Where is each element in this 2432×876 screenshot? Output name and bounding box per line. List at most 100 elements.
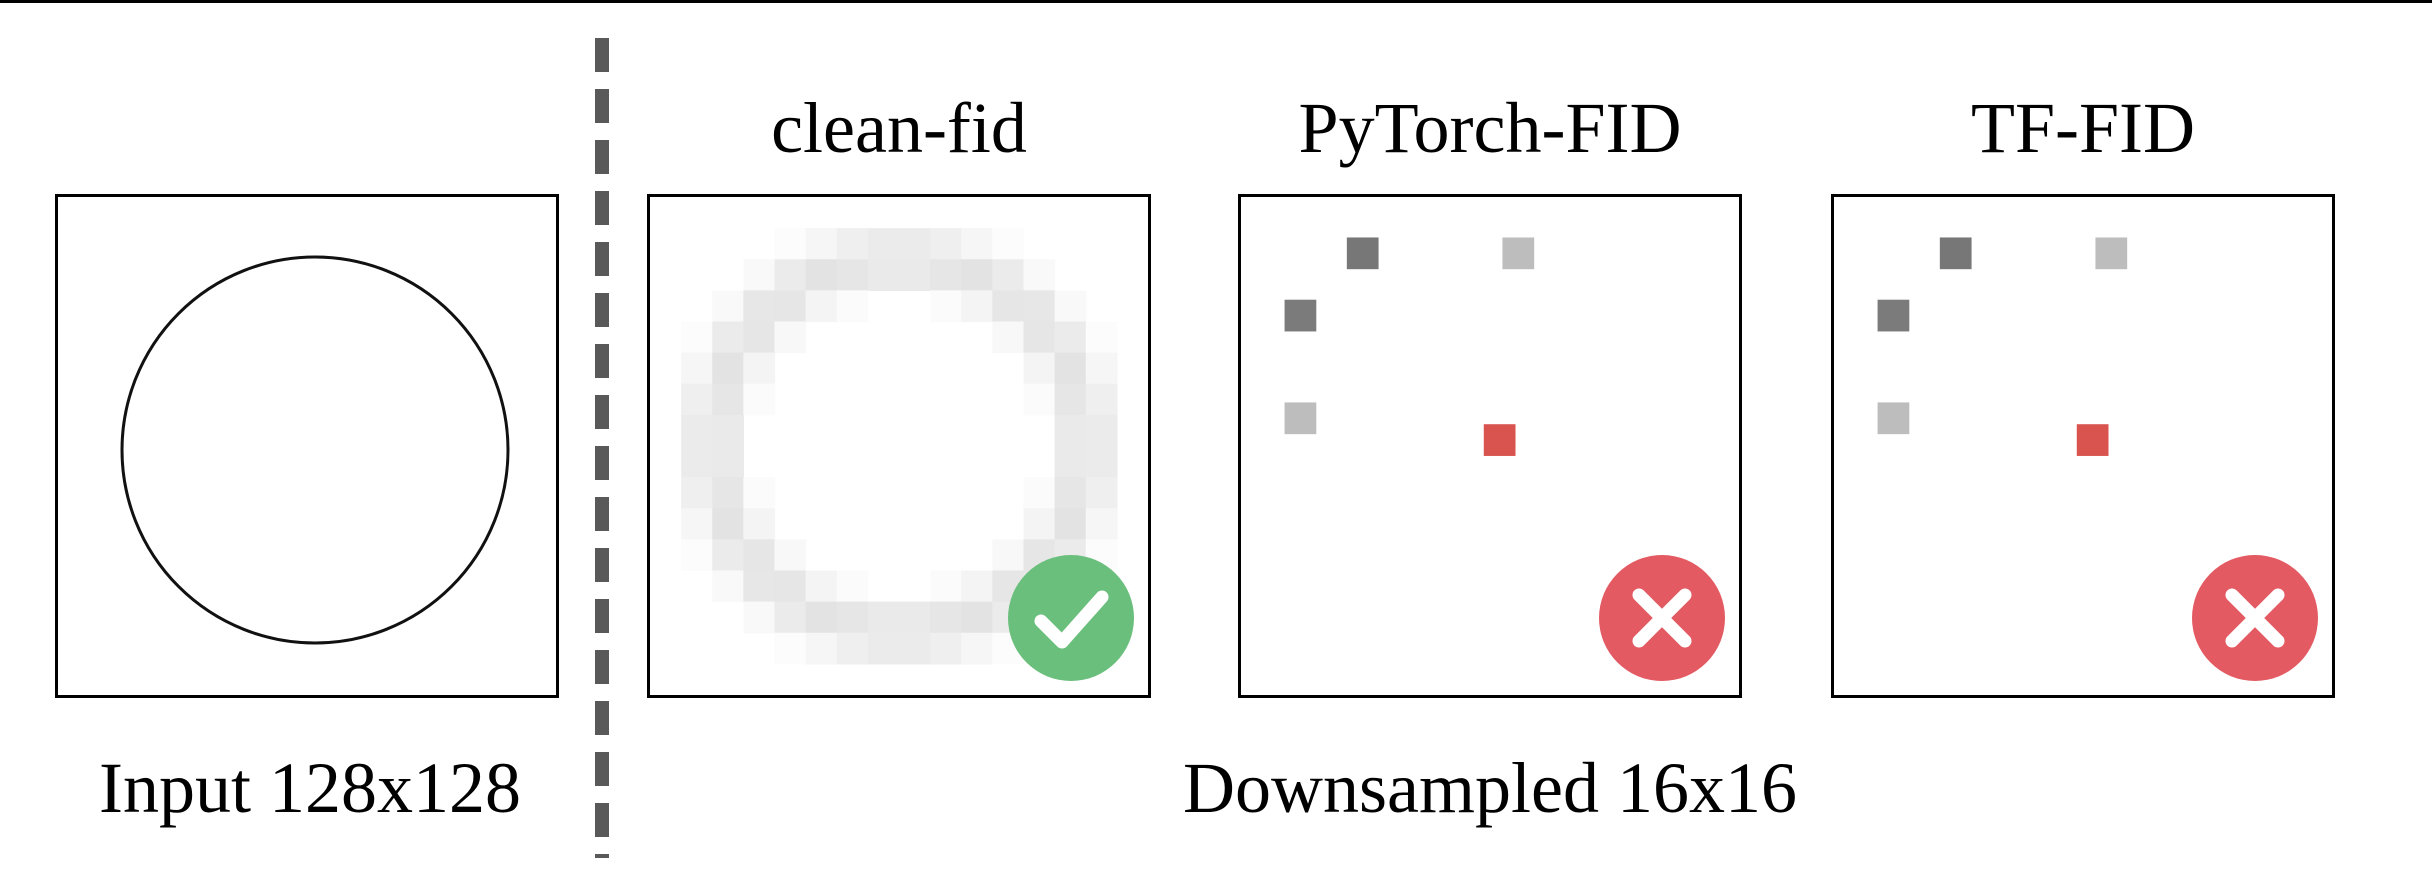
pytorch-fid-panel: [1238, 194, 1742, 698]
ring-pixel: [992, 259, 1025, 291]
ring-pixel: [774, 570, 807, 603]
ring-pixel: [681, 352, 713, 385]
ring-pixel: [774, 290, 807, 323]
method-title-clean-fid: clean-fid: [771, 88, 1027, 168]
ring-pixel: [712, 352, 744, 385]
ring-pixel: [961, 259, 993, 291]
ring-pixel: [1054, 446, 1087, 478]
ring-pixel: [743, 352, 776, 385]
ring-pixel: [712, 383, 744, 416]
output-caption: Downsampled 16x16: [1183, 748, 1797, 828]
sparse-pixel: [2076, 424, 2109, 456]
ring-pixel: [992, 539, 1025, 572]
ring-pixel: [1023, 352, 1056, 385]
ring-pixel: [774, 259, 807, 291]
top-rule: [0, 0, 2432, 3]
input-caption: Input 128x128: [99, 748, 521, 828]
ring-pixel: [743, 383, 776, 416]
ring-pixel: [712, 539, 744, 572]
ring-pixel: [743, 290, 776, 323]
ring-pixel: [1054, 477, 1087, 509]
ring-pixel: [1085, 508, 1118, 540]
ring-pixel: [1085, 321, 1118, 354]
ring-pixel: [712, 414, 744, 447]
ring-pixel: [836, 570, 869, 603]
ring-pixel: [681, 477, 713, 509]
ring-pixel: [681, 321, 713, 354]
ring-pixel: [930, 632, 962, 665]
ring-pixel: [743, 570, 776, 603]
tf-fid-downsampled-image: [1877, 237, 2128, 456]
sparse-pixel: [1284, 402, 1317, 435]
ring-pixel: [1023, 477, 1056, 509]
sparse-pixel: [1502, 237, 1535, 270]
ring-pixel: [712, 570, 744, 603]
ring-pixel: [930, 228, 962, 260]
ring-pixel: [1023, 383, 1056, 416]
method-title-tf-fid: TF-FID: [1970, 88, 2195, 168]
ring-pixel: [961, 228, 993, 260]
ring-pixel: [836, 259, 869, 291]
ring-pixel: [961, 601, 993, 634]
method-title-pytorch-fid: PyTorch-FID: [1298, 88, 1682, 168]
sparse-pixel: [1483, 424, 1516, 456]
sparse-pixel: [1877, 299, 1910, 332]
ring-pixel: [805, 259, 838, 291]
ring-pixel: [930, 259, 962, 291]
ring-pixel: [899, 259, 931, 291]
ring-pixel: [992, 228, 1025, 260]
ring-pixel: [743, 539, 776, 572]
ring-pixel: [1054, 508, 1087, 540]
ring-pixel: [899, 601, 931, 634]
ring-pixel: [1085, 446, 1118, 478]
ring-pixel: [681, 414, 713, 447]
ring-pixel: [681, 508, 713, 540]
ring-pixel: [1085, 414, 1118, 447]
ring-pixel: [743, 508, 776, 540]
ring-pixel: [774, 321, 807, 354]
ring-pixel: [961, 290, 993, 323]
sparse-pixel: [2095, 237, 2128, 270]
ring-pixel: [681, 539, 713, 572]
ring-pixel: [774, 228, 807, 260]
ring-pixel: [743, 477, 776, 509]
ring-pixel: [1054, 321, 1087, 354]
ring-pixel: [712, 508, 744, 540]
ring-pixel: [992, 321, 1025, 354]
cross-icon: [1599, 555, 1725, 681]
ring-pixel: [1054, 290, 1087, 323]
ring-pixel: [743, 259, 776, 291]
ring-pixel: [774, 601, 807, 634]
ring-pixel: [1023, 508, 1056, 540]
ring-pixel: [712, 321, 744, 354]
ring-pixel: [1054, 352, 1087, 385]
ring-pixel: [1085, 352, 1118, 385]
ring-pixel: [805, 228, 838, 260]
ring-pixel: [867, 601, 900, 634]
input-panel: [55, 194, 559, 698]
sparse-pixel: [1284, 299, 1317, 332]
ring-pixel: [930, 570, 962, 603]
ring-pixel: [774, 539, 807, 572]
ring-pixel: [930, 290, 962, 323]
ring-pixel: [712, 290, 744, 323]
ring-pixel: [1023, 290, 1056, 323]
ring-pixel: [867, 632, 900, 665]
ring-pixel: [743, 601, 776, 634]
ring-pixel: [961, 570, 993, 603]
dashed-divider: [595, 38, 609, 858]
ring-pixel: [930, 601, 962, 634]
ring-pixel: [836, 632, 869, 665]
cross-icon: [2192, 555, 2318, 681]
ring-pixel: [836, 290, 869, 323]
ring-pixel: [867, 259, 900, 291]
clean-fid-panel: [647, 194, 1151, 698]
checkmark-icon: [1008, 555, 1134, 681]
ring-pixel: [805, 570, 838, 603]
ring-pixel: [867, 228, 900, 260]
ring-pixel: [899, 632, 931, 665]
ring-pixel: [1054, 383, 1087, 416]
ring-pixel: [805, 290, 838, 323]
ring-pixel: [681, 446, 713, 478]
sparse-pixel: [1877, 402, 1910, 435]
